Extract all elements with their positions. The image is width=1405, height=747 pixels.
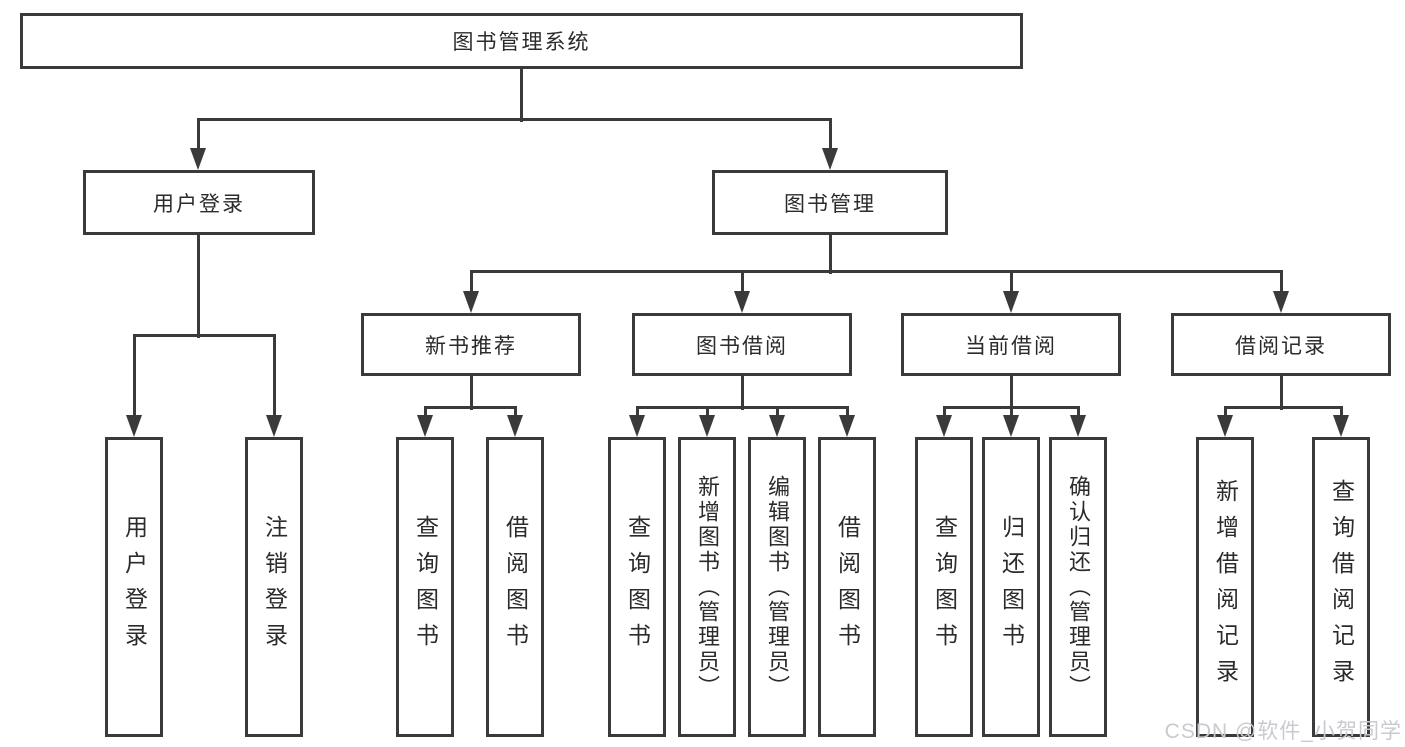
arrow-down-icon: [463, 291, 479, 313]
arrow-stem-line: [776, 407, 779, 417]
node-label: 借阅记录: [1235, 334, 1327, 358]
arrow-stem-line: [197, 119, 200, 150]
node-label: 查询借阅记录: [1328, 479, 1355, 695]
arrow-stem-line: [1010, 407, 1013, 417]
arrow-stem-line: [1010, 271, 1013, 293]
node-book-management: 图书管理: [712, 170, 948, 235]
node-label: 新增图书（管理员）: [695, 474, 720, 700]
node-label: 借阅图书: [502, 515, 529, 659]
node-library-management-system: 图书管理系统: [20, 13, 1023, 69]
arrow-stem-line: [846, 407, 849, 417]
node-leaf-borrow-books-2: 借阅图书: [818, 437, 876, 737]
connector-line-vertical: [1010, 376, 1013, 410]
arrow-stem-line: [424, 407, 427, 417]
arrow-stem-line: [829, 119, 832, 150]
node-leaf-add-books-admin: 新增图书（管理员）: [678, 437, 736, 737]
node-label: 图书借阅: [696, 334, 788, 358]
node-user-login: 用户登录: [83, 170, 315, 235]
arrow-down-icon: [699, 415, 715, 437]
csdn-watermark: CSDN @软件_小贺同学: [1164, 720, 1402, 743]
arrow-stem-line: [133, 335, 136, 417]
node-label: 归还图书: [998, 515, 1025, 659]
node-leaf-query-borrow-record: 查询借阅记录: [1312, 437, 1370, 737]
connector-line-vertical: [829, 235, 832, 274]
node-leaf-query-books-1: 查询图书: [396, 437, 454, 737]
node-label: 新书推荐: [425, 334, 517, 358]
arrow-down-icon: [126, 415, 142, 437]
arrow-down-icon: [1217, 415, 1233, 437]
node-leaf-confirm-return-admin: 确认归还（管理员）: [1049, 437, 1107, 737]
node-label: 编辑图书（管理员）: [765, 474, 790, 700]
node-label: 当前借阅: [965, 334, 1057, 358]
arrow-down-icon: [190, 148, 206, 170]
connector-line-horizontal: [1224, 406, 1343, 409]
arrow-down-icon: [507, 415, 523, 437]
arrow-down-icon: [417, 415, 433, 437]
arrow-stem-line: [1224, 407, 1227, 417]
node-book-borrowing: 图书借阅: [632, 313, 852, 376]
connector-line-horizontal: [424, 406, 517, 409]
connector-line-vertical: [741, 376, 744, 410]
node-current-borrowing: 当前借阅: [901, 313, 1121, 376]
node-label: 图书管理系统: [452, 31, 591, 54]
arrow-stem-line: [706, 407, 709, 417]
arrow-down-icon: [629, 415, 645, 437]
connector-line-horizontal: [197, 118, 832, 121]
arrow-down-icon: [936, 415, 952, 437]
arrow-stem-line: [1280, 271, 1283, 293]
node-label: 用户登录: [121, 515, 148, 659]
node-label: 确认归还（管理员）: [1066, 474, 1091, 700]
arrow-stem-line: [514, 407, 517, 417]
arrow-stem-line: [943, 407, 946, 417]
connector-line-vertical: [1280, 376, 1283, 410]
arrow-down-icon: [266, 415, 282, 437]
arrow-down-icon: [822, 148, 838, 170]
connector-line-horizontal: [133, 334, 276, 337]
node-label: 图书管理: [784, 192, 876, 216]
arrow-stem-line: [741, 271, 744, 293]
arrow-down-icon: [1003, 415, 1019, 437]
node-leaf-borrow-books-1: 借阅图书: [486, 437, 544, 737]
node-leaf-query-books-3: 查询图书: [915, 437, 973, 737]
arrow-down-icon: [1333, 415, 1349, 437]
node-borrowing-records: 借阅记录: [1171, 313, 1391, 376]
arrow-stem-line: [636, 407, 639, 417]
node-leaf-user-login: 用户登录: [105, 437, 163, 737]
connector-line-vertical: [470, 376, 473, 410]
node-leaf-edit-books-admin: 编辑图书（管理员）: [748, 437, 806, 737]
node-label: 查询图书: [412, 515, 439, 659]
arrow-stem-line: [1077, 407, 1080, 417]
arrow-down-icon: [839, 415, 855, 437]
node-label: 注销登录: [261, 515, 288, 659]
connector-line-horizontal: [470, 270, 1283, 273]
node-label: 查询图书: [931, 515, 958, 659]
node-leaf-add-borrow-record: 新增借阅记录: [1196, 437, 1254, 737]
node-leaf-logout: 注销登录: [245, 437, 303, 737]
node-label: 用户登录: [153, 192, 245, 216]
connector-line-vertical: [520, 69, 523, 122]
node-leaf-return-books: 归还图书: [982, 437, 1040, 737]
arrow-down-icon: [734, 291, 750, 313]
arrow-down-icon: [1273, 291, 1289, 313]
node-label: 查询图书: [624, 515, 651, 659]
node-label: 新增借阅记录: [1212, 479, 1239, 695]
arrow-stem-line: [273, 335, 276, 417]
arrow-down-icon: [1070, 415, 1086, 437]
arrow-stem-line: [470, 271, 473, 293]
arrow-stem-line: [1340, 407, 1343, 417]
node-label: 借阅图书: [834, 515, 861, 659]
node-leaf-query-books-2: 查询图书: [608, 437, 666, 737]
arrow-down-icon: [1003, 291, 1019, 313]
node-new-book-recommend: 新书推荐: [361, 313, 581, 376]
connector-line-horizontal: [636, 406, 849, 409]
arrow-down-icon: [769, 415, 785, 437]
connector-line-vertical: [197, 235, 200, 338]
